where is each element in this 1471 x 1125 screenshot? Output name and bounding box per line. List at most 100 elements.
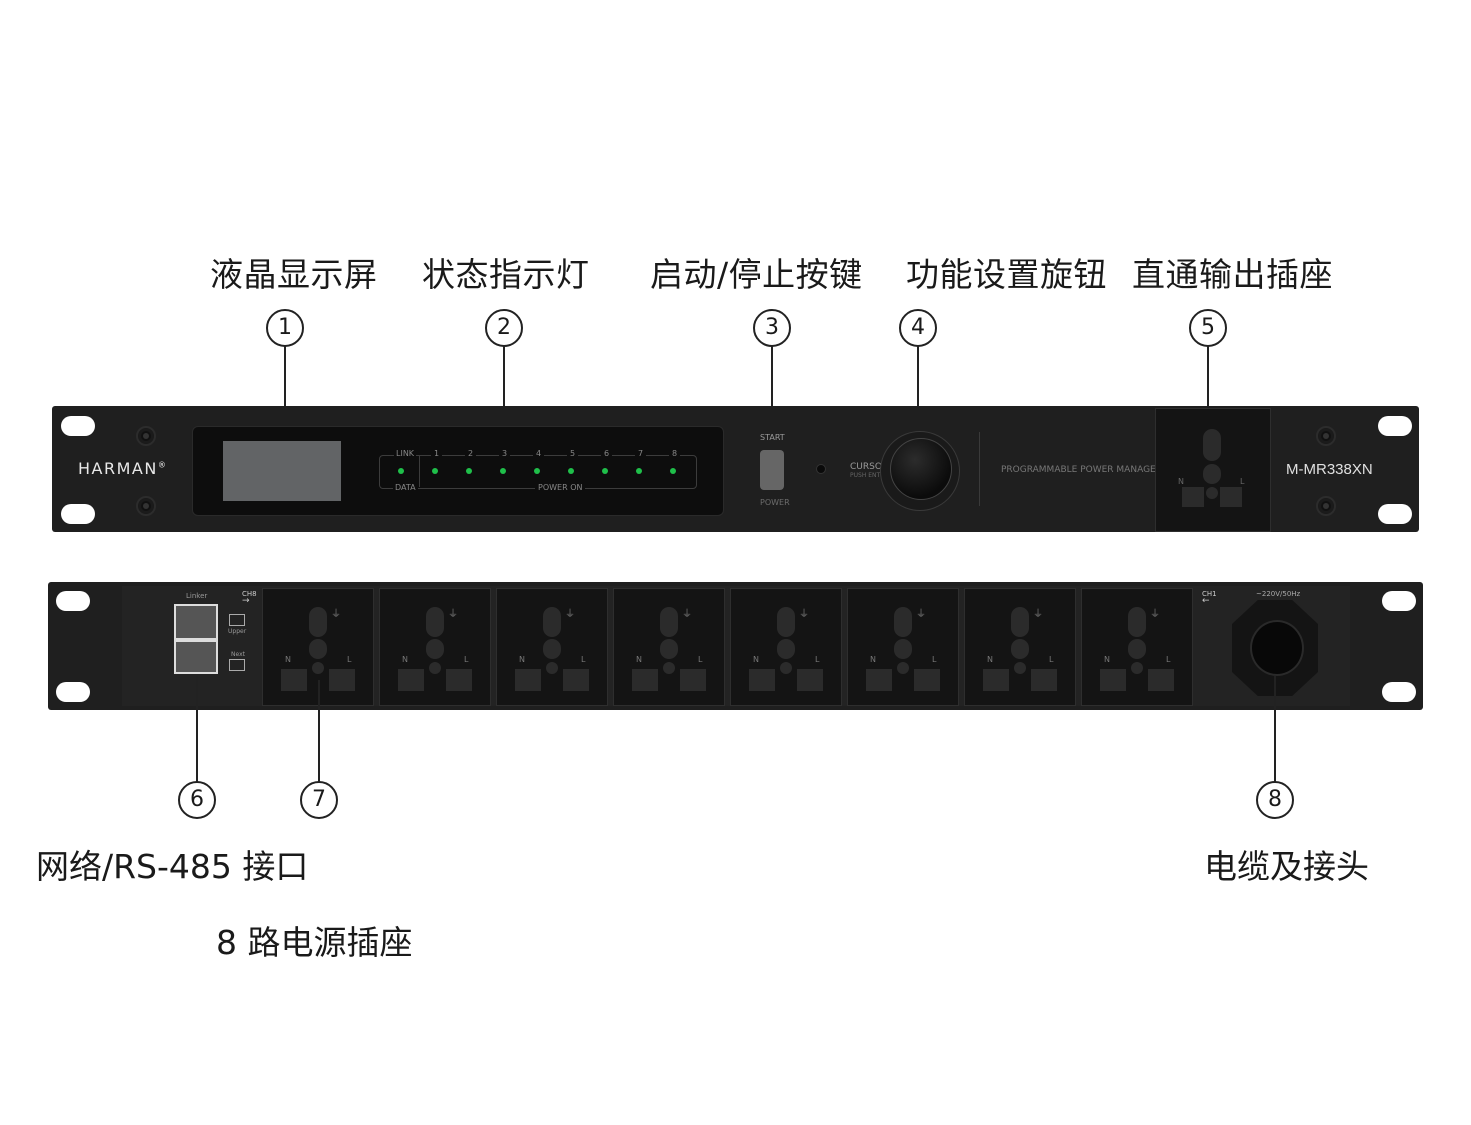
callout-5: 5: [1189, 309, 1227, 347]
live-mark: L: [1166, 655, 1171, 664]
led-data-label: DATA: [393, 483, 418, 492]
channel-led-6: [602, 468, 608, 474]
cursor-label: CURSOR: [850, 462, 889, 472]
channel-led-7: [636, 468, 642, 474]
start-stop-button[interactable]: [760, 450, 784, 490]
led-power-on-label: POWER ON: [535, 483, 586, 492]
channel-led-1: [432, 468, 438, 474]
callout-line-7: [318, 680, 320, 782]
ground-mark: ⏚: [799, 609, 809, 620]
ground-mark: ⏚: [1033, 609, 1043, 620]
ground-mark: ⏚: [448, 609, 458, 620]
upper-port-icon: [229, 614, 245, 626]
callout-line-2: [503, 345, 505, 407]
label-power-outlets: 8 路电源插座: [216, 923, 413, 962]
screw: [1316, 426, 1336, 446]
callout-6: 6: [178, 781, 216, 819]
rear-outlet: N L ⏚: [964, 588, 1076, 706]
rack-ear-hole: [1382, 682, 1416, 702]
cable-gland-center: [1250, 620, 1304, 676]
rack-ear-hole: [61, 504, 95, 524]
live-mark: L: [815, 655, 820, 664]
rack-ear-hole: [61, 416, 95, 436]
callout-line-8: [1274, 676, 1276, 782]
live-mark: L: [347, 655, 352, 664]
neutral-mark: N: [870, 655, 876, 664]
neutral-mark: N: [753, 655, 759, 664]
callout-line-3: [771, 345, 773, 407]
screw: [1316, 496, 1336, 516]
callout-line-4: [917, 345, 919, 407]
model-number: M-MR338XN: [1286, 461, 1373, 478]
panel-divider: [979, 432, 980, 506]
rear-outlet: N L ⏚: [379, 588, 491, 706]
ground-mark: ⏚: [682, 609, 692, 620]
display-window: LINK DATA POWER ON 1 2 3 4 5 6 7 8: [192, 426, 724, 516]
power-label: POWER: [760, 498, 790, 507]
label-cable: 电缆及接头: [1204, 847, 1369, 886]
channel-led-3: [500, 468, 506, 474]
channel-label-7: 7: [635, 449, 647, 458]
label-start-stop: 启动/停止按键: [650, 255, 863, 294]
ch1-label: CH1: [1202, 590, 1217, 598]
front-outlet: N L: [1155, 408, 1271, 532]
neutral-mark: N: [1104, 655, 1110, 664]
neutral-mark: N: [402, 655, 408, 664]
ch8-label: CH8: [242, 590, 257, 598]
channel-led-8: [670, 468, 676, 474]
callout-line-5: [1207, 345, 1209, 407]
rack-ear-hole: [1378, 416, 1412, 436]
channel-label-3: 3: [499, 449, 511, 458]
channel-label-1: 1: [431, 449, 443, 458]
next-port-icon: [229, 659, 245, 671]
live-mark: L: [698, 655, 703, 664]
label-knob: 功能设置旋钮: [906, 255, 1107, 294]
callout-1: 1: [266, 309, 304, 347]
channel-led-4: [534, 468, 540, 474]
neutral-mark: N: [285, 655, 291, 664]
linker-label: Linker: [186, 592, 208, 600]
channel-led-2: [466, 468, 472, 474]
channel-label-8: 8: [669, 449, 681, 458]
live-mark: L: [1049, 655, 1054, 664]
channel-label-2: 2: [465, 449, 477, 458]
neutral-mark: N: [1178, 477, 1184, 486]
rear-outlet: N L ⏚: [613, 588, 725, 706]
brand-logo: HARMAN®: [78, 459, 168, 478]
channel-label-4: 4: [533, 449, 545, 458]
label-network-port: 网络/RS-485 接口: [36, 847, 309, 886]
rear-outlet: N L ⏚: [730, 588, 842, 706]
channel-label-6: 6: [601, 449, 613, 458]
rack-ear-hole: [56, 591, 90, 611]
neutral-mark: N: [987, 655, 993, 664]
ground-mark: ⏚: [565, 609, 575, 620]
ch8-arrow-icon: →: [242, 596, 250, 606]
live-mark: L: [464, 655, 469, 664]
live-mark: L: [1240, 477, 1245, 486]
ch1-arrow-icon: ←: [1202, 596, 1210, 606]
label-status-leds: 状态指示灯: [422, 255, 590, 294]
neutral-mark: N: [636, 655, 642, 664]
neutral-mark: N: [519, 655, 525, 664]
product-subtitle: PROGRAMMABLE POWER MANAGER: [1001, 465, 1162, 475]
link-led: [398, 468, 404, 474]
channel-led-5: [568, 468, 574, 474]
label-front-outlet: 直通输出插座: [1132, 255, 1333, 294]
start-label: START: [760, 433, 785, 442]
rack-ear-hole: [1382, 591, 1416, 611]
ir-sensor: [816, 464, 826, 474]
front-panel: HARMAN® LINK DATA POWER ON 1 2 3 4 5 6 7…: [52, 406, 1419, 532]
callout-2: 2: [485, 309, 523, 347]
upper-label: Upper: [228, 628, 247, 635]
push-enter-label: PUSH ENTER: [850, 472, 889, 479]
rj45-port-next[interactable]: [174, 640, 218, 674]
rj45-port-upper[interactable]: [174, 604, 218, 640]
live-mark: L: [932, 655, 937, 664]
function-knob[interactable]: [890, 438, 952, 500]
channel-label-5: 5: [567, 449, 579, 458]
input-rating-label: ~220V/50Hz: [1256, 590, 1301, 598]
